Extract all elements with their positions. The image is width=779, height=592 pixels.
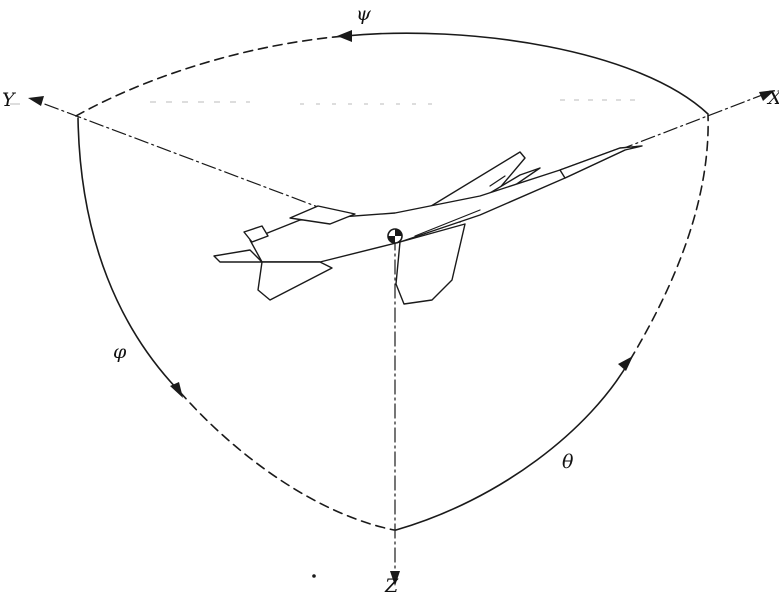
z-axis [390, 235, 400, 586]
z-axis-label: Z [384, 575, 399, 592]
psi-arc [75, 30, 709, 117]
phi-label: φ [113, 341, 127, 363]
phi-arc [77, 117, 395, 531]
cg-symbol-icon [387, 228, 403, 244]
aircraft-icon [213, 145, 643, 305]
theta-arc [395, 114, 709, 531]
theta-label: θ [562, 451, 574, 473]
y-axis [28, 96, 396, 237]
psi-label: ψ [356, 3, 372, 25]
y-axis-label: Y [2, 89, 17, 111]
x-axis-label: X [766, 87, 779, 109]
scan-dot [312, 574, 316, 578]
scan-noise [10, 99, 640, 105]
